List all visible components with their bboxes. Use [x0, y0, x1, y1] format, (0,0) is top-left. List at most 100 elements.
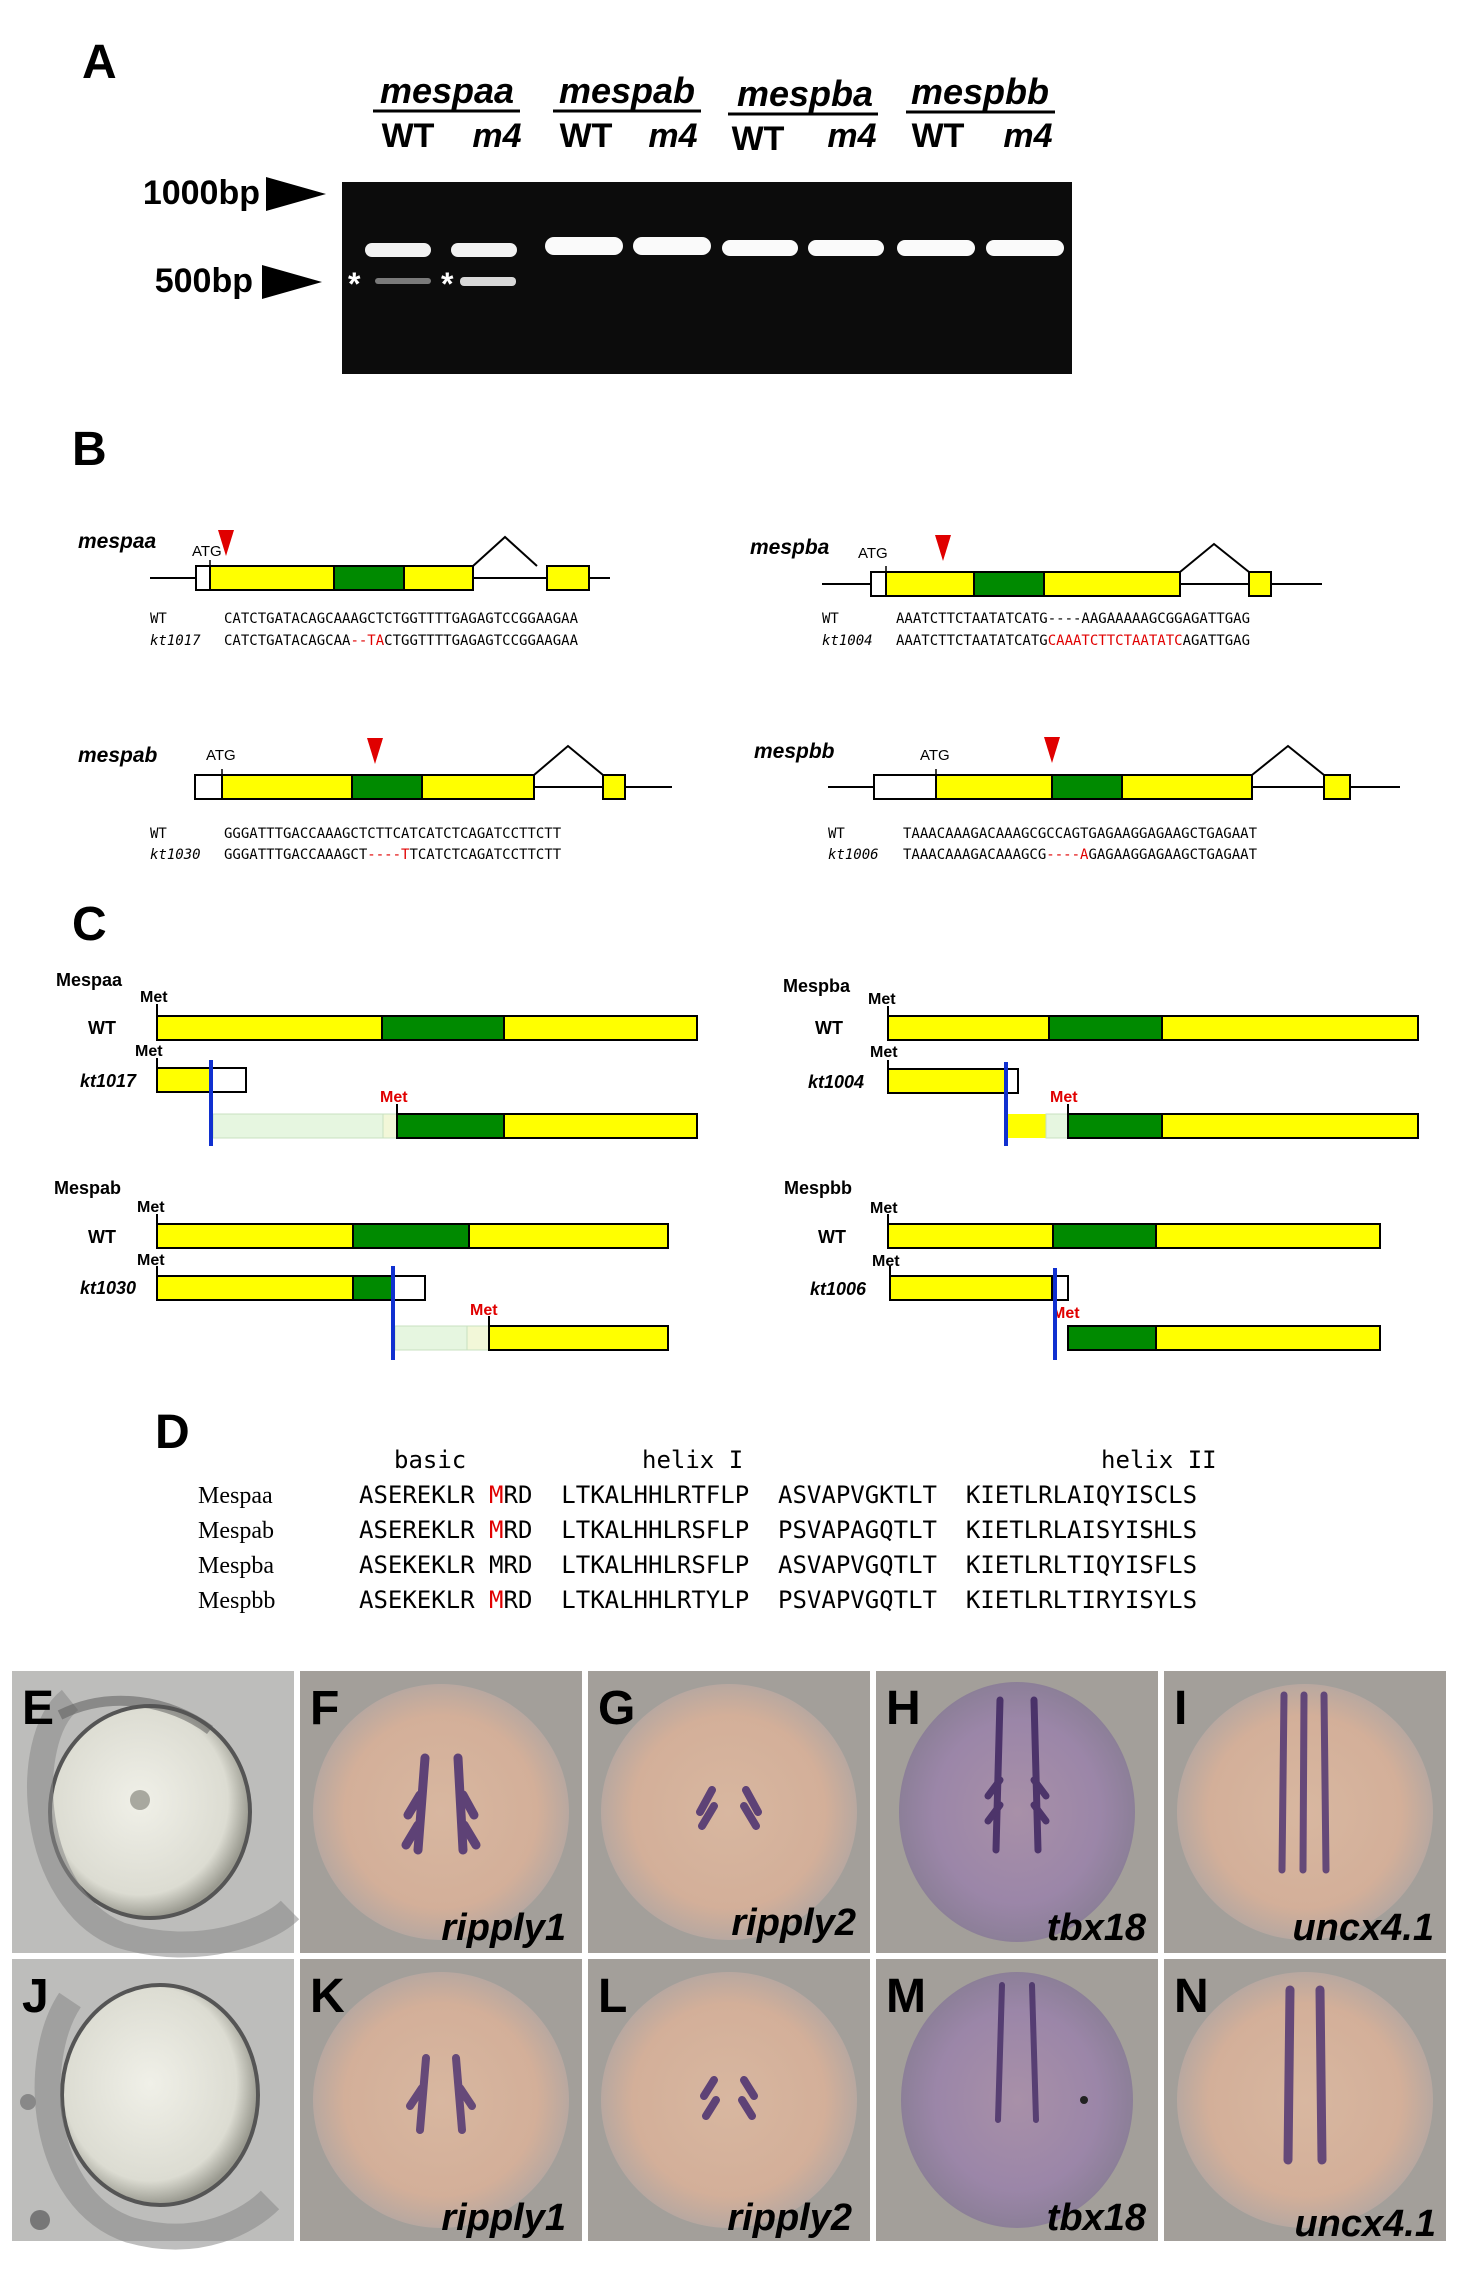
- panel-letter: N: [1174, 1970, 1209, 2023]
- met-label: Met: [140, 989, 168, 1006]
- row-sequence: ASEKEKLR MRD LTKALHHLRSFLP ASVAPVGQTLT K…: [359, 1551, 1197, 1579]
- gene-caption: tbx18: [1047, 2197, 1147, 2239]
- gene-structure-mespab: mespab ATG WT GGGATTTGACCAAAGCTCTTCATCAT…: [78, 738, 672, 863]
- row-name: Mespba: [198, 1553, 274, 1579]
- header-helix-2: helix II: [1101, 1446, 1217, 1474]
- gene-structure-mespbb: mespbb ATG WT TAAACAAAGACAAAGCGCCAGTGAGA…: [754, 737, 1400, 863]
- row-sequence: ASEREKLR MRD LTKALHHLRSFLP PSVAPAGQTLT K…: [359, 1516, 1197, 1544]
- allele-label: kt1006: [828, 847, 879, 863]
- gel-bands: [365, 237, 1064, 286]
- asterisk-wt: *: [348, 266, 361, 302]
- gel-band: [451, 243, 517, 257]
- exon: [403, 565, 474, 591]
- exon: [1121, 774, 1253, 800]
- micrograph-l: L ripply2: [588, 1959, 870, 2241]
- lane-label: m4: [1003, 117, 1052, 155]
- lane-label: WT: [912, 117, 965, 155]
- exon: [935, 774, 1053, 800]
- lane-label: m4: [648, 117, 697, 155]
- gel-band: [633, 237, 711, 255]
- micrograph-f: F ripply1: [300, 1671, 582, 1953]
- panel-d: D basic helix I helix II Mespaa ASEREKLR…: [155, 1406, 1217, 1614]
- marker-500bp-label: 500bp: [155, 262, 253, 300]
- protein-mespab: Mespab Met WT Met kt1030 Met: [54, 1178, 669, 1360]
- panel-b: B mespaa ATG WT CATCTGATACAGCAAAGCTCTGGT…: [72, 423, 1400, 863]
- gel-band-faint: [375, 278, 431, 284]
- mutant-sequence: TAAACAAAGACAAAGCG----AGAGAAGGAGAAGCTGAGA…: [903, 847, 1258, 863]
- header-basic: basic: [394, 1446, 466, 1474]
- exon: [1248, 571, 1272, 597]
- wt-label: WT: [88, 1227, 116, 1247]
- mutant-sequence: GGGATTTGACCAAAGCT----TTCATCTCAGATCCTTCTT: [224, 847, 562, 863]
- gel-band: [365, 243, 431, 257]
- gene-header: mespab: [559, 70, 695, 111]
- allele-label: kt1017: [150, 633, 201, 649]
- protein-name: Mespbb: [784, 1178, 852, 1198]
- gene-caption: ripply2: [731, 1902, 856, 1944]
- wt-sequence: AAATCTTCTAATATCATG----AAGAAAAAGCGGAGATTG…: [896, 611, 1250, 627]
- protein-name: Mespab: [54, 1178, 121, 1198]
- crispr-site-icon: [1044, 737, 1060, 763]
- bhlh-domain: [973, 571, 1045, 597]
- gel-band: [897, 240, 975, 256]
- micrograph-i: I uncx4.1: [1164, 1671, 1446, 1953]
- gene-caption: ripply2: [727, 2197, 852, 2239]
- atg-label: ATG: [206, 747, 236, 764]
- gene-structure-mespaa: mespaa ATG WT CATCTGATACAGCAAAGCTCTGGTTT…: [78, 530, 610, 649]
- gene-header: mespba: [737, 73, 873, 114]
- panel-letter: I: [1174, 1682, 1187, 1735]
- allele-label: kt1030: [80, 1278, 136, 1298]
- exon: [421, 774, 535, 800]
- alignment-row: Mespaa ASEREKLR MRD LTKALHHLRTFLP ASVAPV…: [198, 1481, 1197, 1509]
- gel-band: [986, 240, 1064, 256]
- panel-b-letter: B: [72, 423, 107, 476]
- panel-letter: H: [886, 1682, 921, 1735]
- exon: [1323, 774, 1351, 800]
- gene-caption: uncx4.1: [1294, 2203, 1436, 2245]
- wt-sequence: CATCTGATACAGCAAAGCTCTGGTTTTGAGAGTCCGGAAG…: [224, 611, 579, 627]
- bhlh-domain: [351, 774, 423, 800]
- alignment-headers: basic helix I helix II: [394, 1446, 1217, 1474]
- panel-d-letter: D: [155, 1406, 190, 1459]
- met-label: Met: [137, 1252, 165, 1269]
- gel-band: [808, 240, 884, 256]
- mutant-sequence: AAATCTTCTAATATCATGCAAATCTTCTAATATCAGATTG…: [896, 633, 1250, 649]
- gene-name: mespaa: [78, 530, 157, 553]
- gel-band-small: [460, 277, 516, 286]
- exon: [221, 774, 353, 800]
- row-sequence: ASEREKLR MRD LTKALHHLRTFLP ASVAPVGKTLT K…: [359, 1481, 1197, 1509]
- gel-band: [722, 240, 798, 256]
- met-label-red: Met: [1050, 1089, 1078, 1106]
- lane-label: WT: [732, 120, 785, 158]
- gene-caption: ripply1: [441, 1907, 566, 1949]
- protein-mespbb: Mespbb Met WT Met kt1006 Met: [784, 1178, 1381, 1360]
- micrograph-j: J: [12, 1959, 294, 2250]
- allele-label: kt1030: [150, 847, 201, 863]
- atg-label: ATG: [192, 543, 222, 560]
- allele-label: kt1006: [810, 1279, 867, 1299]
- lane-label: m4: [472, 117, 521, 155]
- gene-header: mespbb: [911, 71, 1049, 112]
- micrograph-n: N uncx4.1: [1164, 1959, 1446, 2245]
- gene-header-underlines: [373, 109, 1055, 116]
- alignment-rows: Mespaa ASEREKLR MRD LTKALHHLRTFLP ASVAPV…: [198, 1481, 1197, 1614]
- allele-label: kt1004: [822, 633, 873, 649]
- micrograph-e: E: [12, 1671, 300, 1958]
- wt-label: WT: [815, 1018, 843, 1038]
- protein-name: Mespba: [783, 976, 851, 996]
- panel-letter: J: [22, 1970, 49, 2023]
- gel-band: [545, 237, 623, 255]
- exon: [546, 565, 590, 591]
- gene-caption: uncx4.1: [1292, 1907, 1434, 1949]
- panel-a: A * * 1000bp 500bp mespaa mespab mespba …: [82, 36, 1072, 374]
- wt-label: WT: [818, 1227, 846, 1247]
- header-helix-1: helix I: [642, 1446, 743, 1474]
- panel-letter: E: [22, 1682, 54, 1735]
- gene-structure-mespba: mespba ATG WT AAATCTTCTAATATCATG----AAGA…: [750, 535, 1322, 649]
- wt-label: WT: [828, 826, 845, 842]
- atg-label: ATG: [920, 747, 950, 764]
- met-label-red: Met: [380, 1089, 408, 1106]
- marker-arrow-icon: [266, 177, 326, 211]
- panel-letter: L: [598, 1970, 627, 2023]
